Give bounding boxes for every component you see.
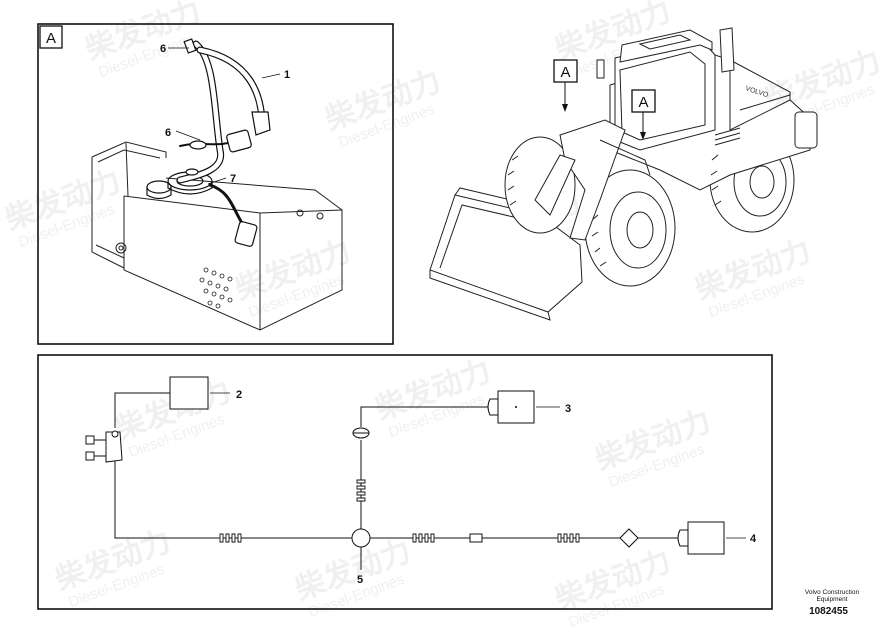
twisted-pair-symbols [219, 479, 580, 543]
panel-a-leaders [168, 47, 281, 185]
callout-3: 3 [565, 403, 571, 415]
tank-illustration [91, 141, 343, 331]
splice-node-5 [351, 528, 371, 548]
schematic-panel: 2 3 4 5 [37, 354, 773, 610]
wheel-loader-illustration: VOLVO [429, 27, 818, 321]
footer-company-line2: Equipment [816, 596, 848, 603]
twisted-pair-symbol [356, 479, 366, 502]
panel-a-label: A [46, 30, 56, 47]
callout-2: 2 [236, 389, 242, 401]
component-box-4 [677, 521, 725, 555]
twisted-pair-symbol [412, 533, 435, 543]
left-sensor-symbol [85, 430, 123, 463]
inline-fuse-diamond [619, 528, 639, 548]
component-box-3 [487, 390, 535, 424]
callout-5: 5 [357, 574, 363, 586]
loader-label-a-2: A [638, 94, 648, 111]
schematic-wires [114, 392, 686, 570]
loader-location-markers: A A [553, 59, 656, 140]
loader-label-a-1: A [560, 64, 570, 81]
inline-connector-vertical [352, 427, 370, 439]
footer-company-line1: Volvo Construction [804, 589, 860, 596]
panel-a-tag [39, 25, 63, 49]
inline-splice [469, 533, 483, 543]
callout-6-mid: 6 [165, 127, 171, 139]
twisted-pair-symbol [557, 533, 580, 543]
twisted-pair-symbol [219, 533, 242, 543]
drawing-number: 1082455 [809, 606, 848, 617]
callout-4: 4 [750, 533, 757, 545]
callout-1: 1 [284, 69, 290, 81]
callout-7: 7 [230, 173, 236, 185]
harness-connectors [183, 38, 271, 247]
detail-panel-a: A [37, 23, 394, 345]
footer-company: Volvo Construction Equipment [792, 589, 872, 603]
callout-6-top: 6 [160, 43, 166, 55]
tank-vent-holes [199, 267, 233, 309]
component-box-2 [169, 376, 209, 410]
